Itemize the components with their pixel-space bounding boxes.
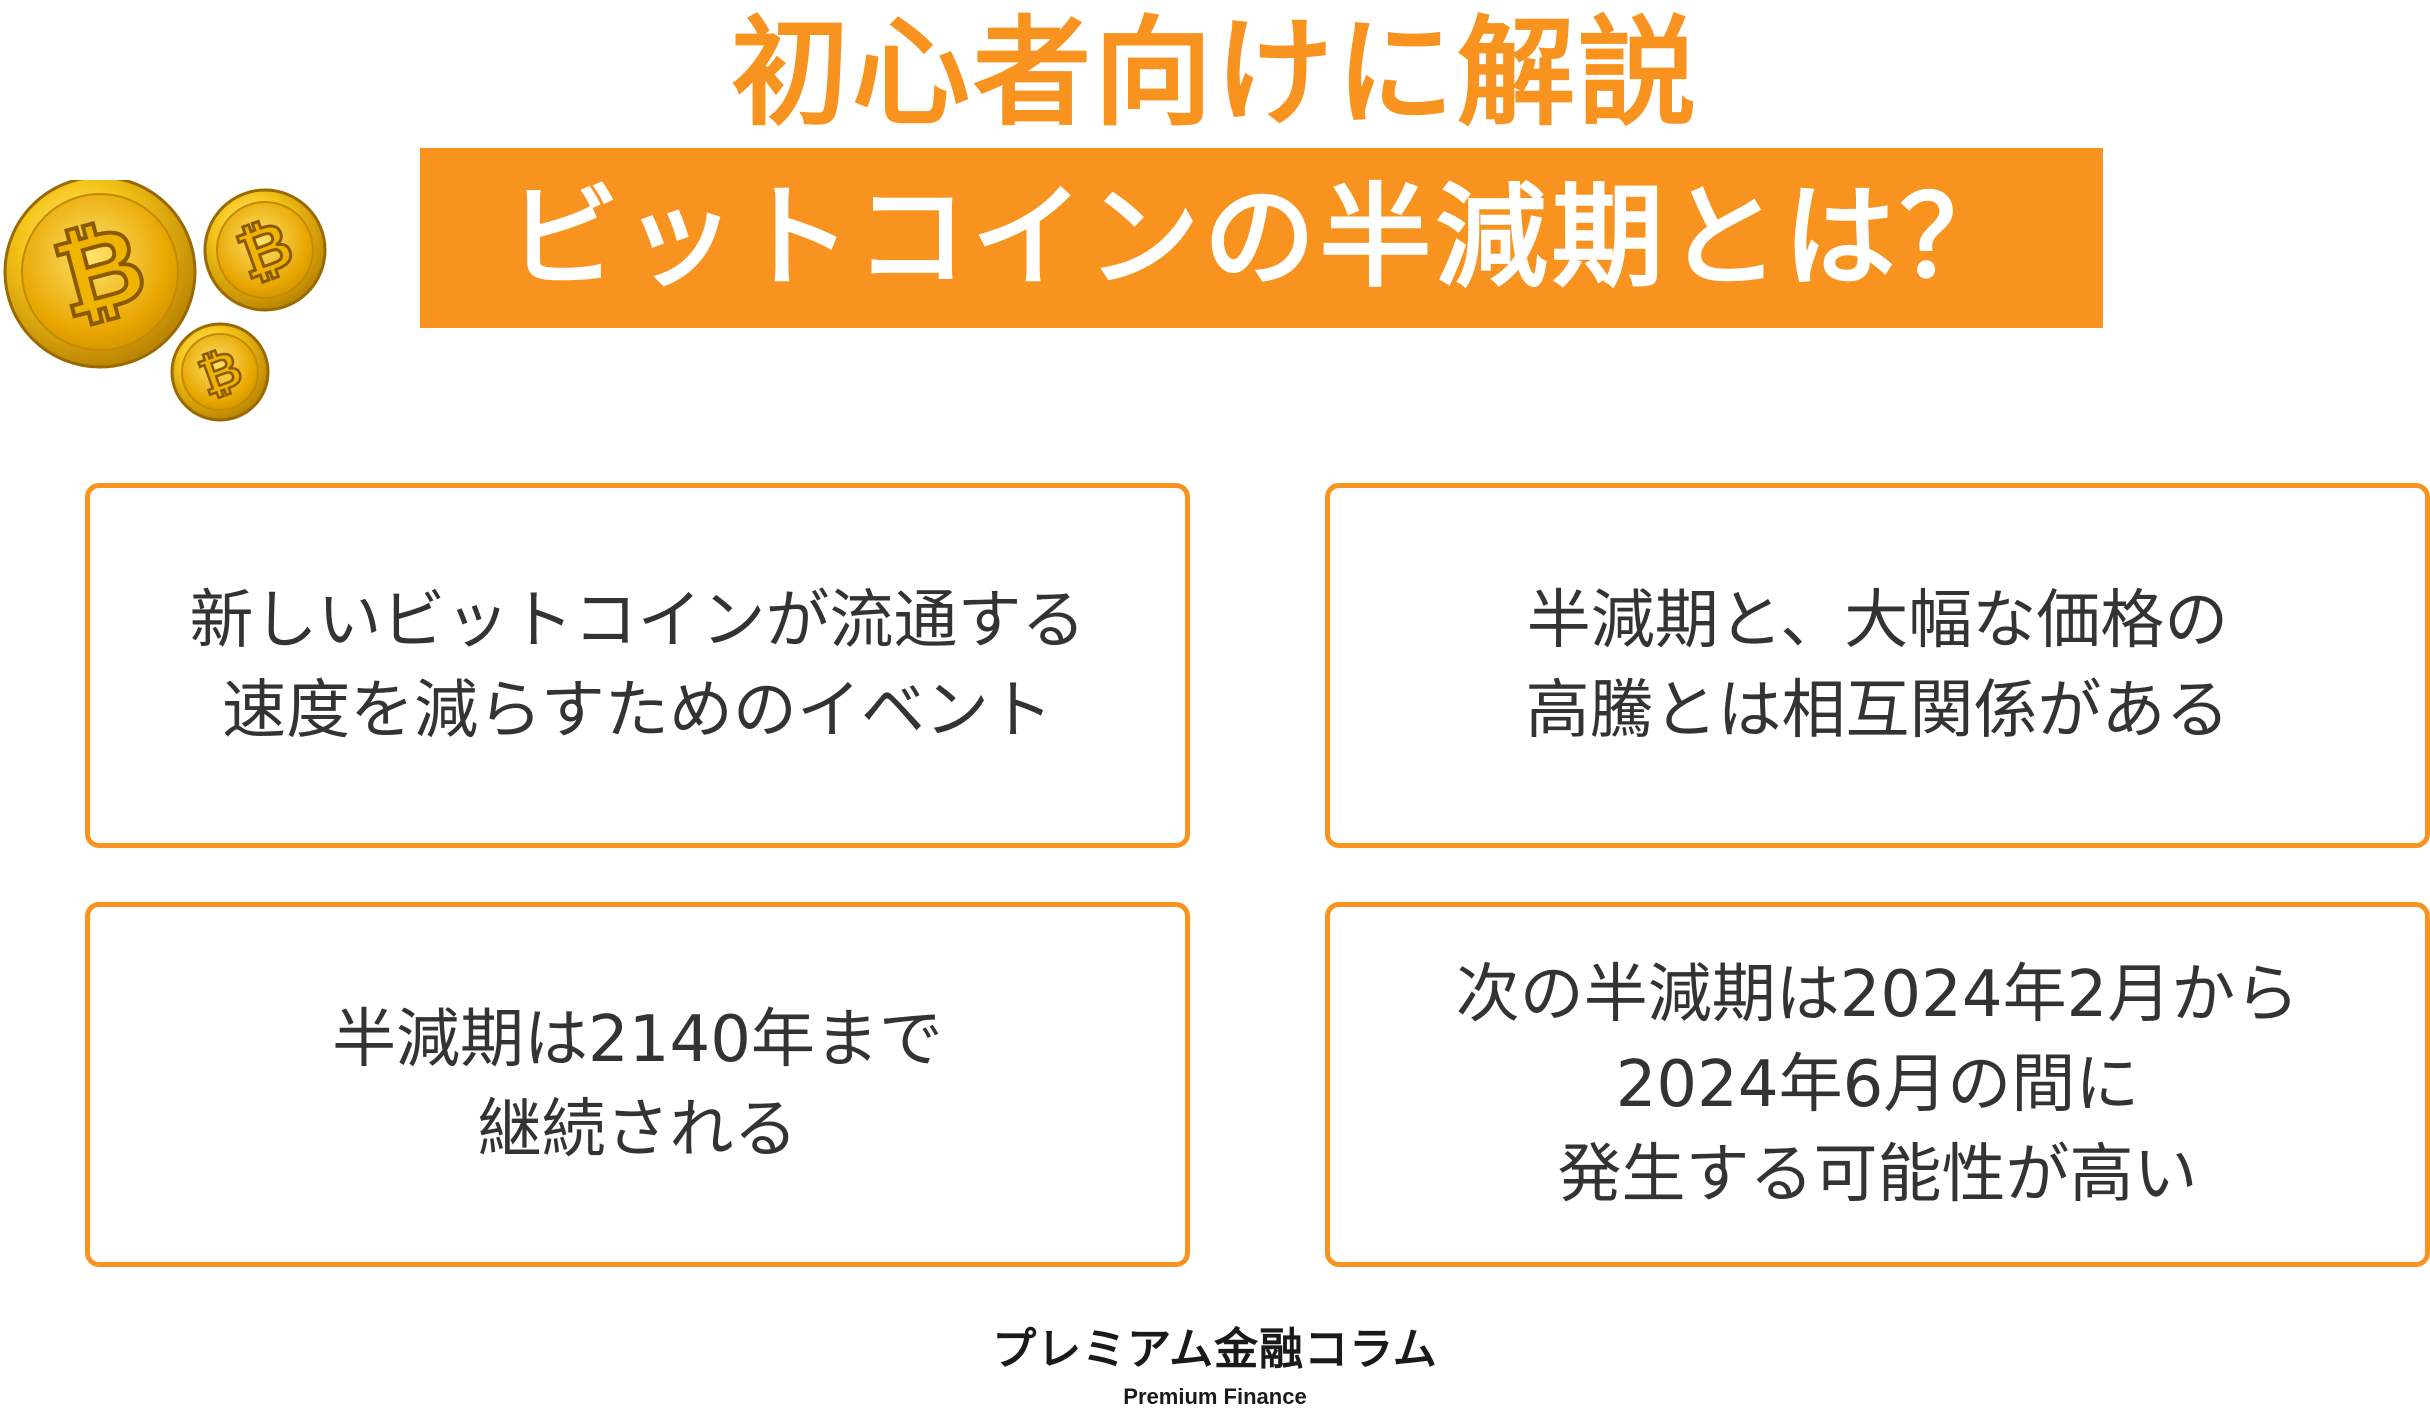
card-line: 半減期は2140年まで (332, 1002, 943, 1077)
card-line: 発生する可能性が高い (1557, 1137, 2198, 1212)
info-card-2: 半減期と、大幅な価格の 高騰とは相互関係がある (1325, 483, 2430, 848)
title-banner: ビットコインの半減期とは？ (420, 148, 2103, 328)
brand-name: プレミアム金融コラム (992, 1324, 1438, 1375)
brand-subtitle: Premium Finance (1123, 1384, 1307, 1409)
bitcoin-coins-illustration: ₿ ₿ ₿ (0, 175, 340, 430)
info-card-4: 次の半減期は2024年2月から 2024年6月の間に 発生する可能性が高い (1325, 902, 2430, 1267)
card-line: 速度を減らすためのイベント (222, 673, 1053, 748)
page-title: ビットコインの半減期とは？ (507, 173, 2016, 303)
info-card-3-text: 半減期は2140年まで 継続される (332, 995, 943, 1175)
kicker-heading: 初心者向けに解説 (730, 4, 1699, 142)
card-line: 新しいビットコインが流通する (189, 583, 1086, 658)
card-line: 継続される (477, 1092, 798, 1167)
info-card-3: 半減期は2140年まで 継続される (85, 902, 1190, 1267)
bitcoin-coin-icon: ₿ ₿ ₿ (3, 175, 327, 422)
card-line: 次の半減期は2024年2月から (1455, 957, 2300, 1032)
card-line: 半減期と、大幅な価格の (1526, 583, 2229, 658)
card-line: 高騰とは相互関係がある (1525, 673, 2230, 748)
info-card-4-text: 次の半減期は2024年2月から 2024年6月の間に 発生する可能性が高い (1456, 950, 2300, 1220)
info-card-2-text: 半減期と、大幅な価格の 高騰とは相互関係がある (1526, 576, 2230, 756)
card-line: 2024年6月の間に (1615, 1047, 2140, 1122)
info-card-1-text: 新しいビットコインが流通する 速度を減らすためのイベント (190, 576, 1086, 756)
footer-logo: プレミアム金融コラム Premium Finance (0, 1322, 2430, 1412)
info-card-1: 新しいビットコインが流通する 速度を減らすためのイベント (85, 483, 1190, 848)
